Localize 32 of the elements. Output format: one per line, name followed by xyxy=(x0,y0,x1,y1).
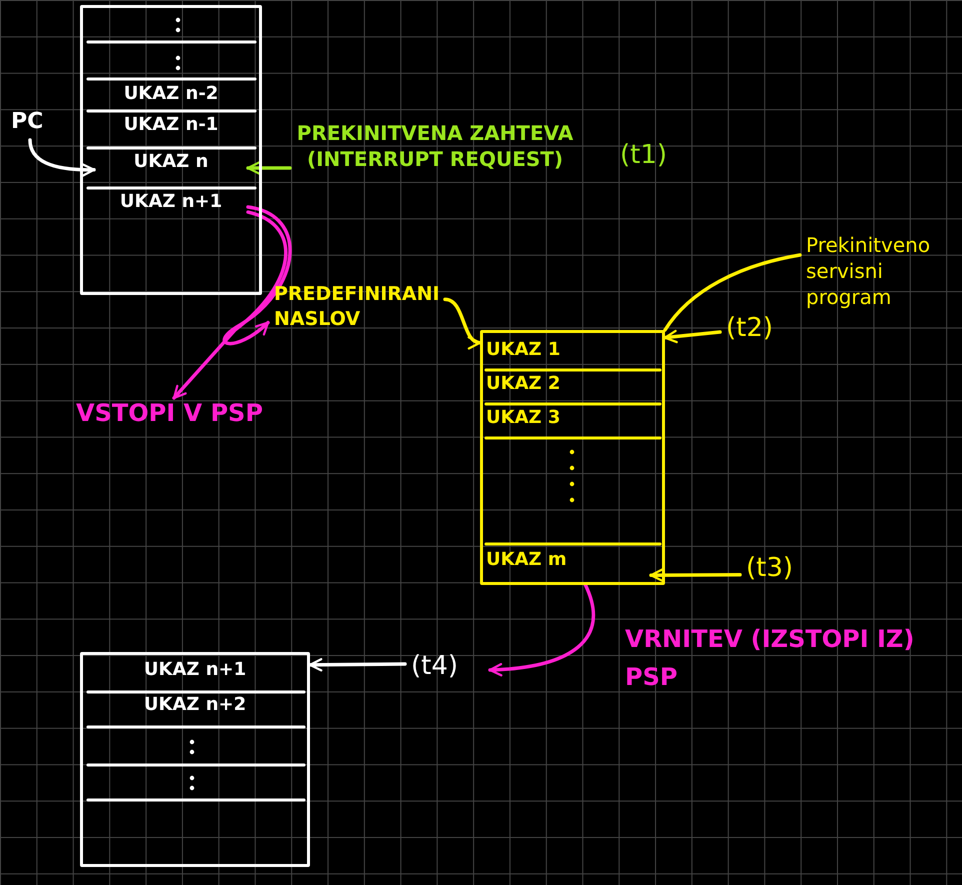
register-label: PC xyxy=(5,108,55,140)
instruction-row: UKAZ m xyxy=(480,548,665,580)
arrow xyxy=(246,161,292,175)
memory-column xyxy=(80,5,262,295)
arrow xyxy=(28,138,96,176)
instruction-row: UKAZ 2 xyxy=(480,372,665,402)
arrow xyxy=(308,658,407,672)
note-text: VRNITEV (IZSTOPI IZ) PSP xyxy=(625,624,916,694)
instruction-row: UKAZ n xyxy=(80,150,262,186)
instruction-row: UKAZ n+1 xyxy=(80,190,262,224)
instruction-row: UKAZ n-1 xyxy=(80,113,262,146)
instruction-row: UKAZ 1 xyxy=(480,338,665,368)
service-routine-text: Prekinitveno servisni program xyxy=(800,232,960,324)
arrow xyxy=(222,205,292,346)
instruction-row: UKAZ n+1 xyxy=(80,658,310,690)
time-label: (t3) xyxy=(740,552,820,592)
interrupt-request-text: PREKINITVENA ZAHTEVA (INTERRUPT REQUEST) xyxy=(290,120,580,220)
time-label: (t4) xyxy=(405,650,490,690)
instruction-row: UKAZ n+2 xyxy=(80,693,310,725)
memory-column xyxy=(480,330,665,585)
arrow xyxy=(649,568,742,582)
note-text: VSTOPI V PSP xyxy=(70,398,330,438)
instruction-row: UKAZ 3 xyxy=(480,406,665,436)
time-label: (t1) xyxy=(620,140,668,170)
arrow xyxy=(443,298,482,348)
leader-line xyxy=(663,253,802,332)
instruction-row: UKAZ n-2 xyxy=(80,82,262,110)
time-label: (t2) xyxy=(720,312,790,352)
arrow xyxy=(663,330,722,344)
address-text: PREDEFINIRANI NASLOV xyxy=(268,282,445,340)
arrow xyxy=(172,210,288,400)
memory-column xyxy=(80,652,310,867)
